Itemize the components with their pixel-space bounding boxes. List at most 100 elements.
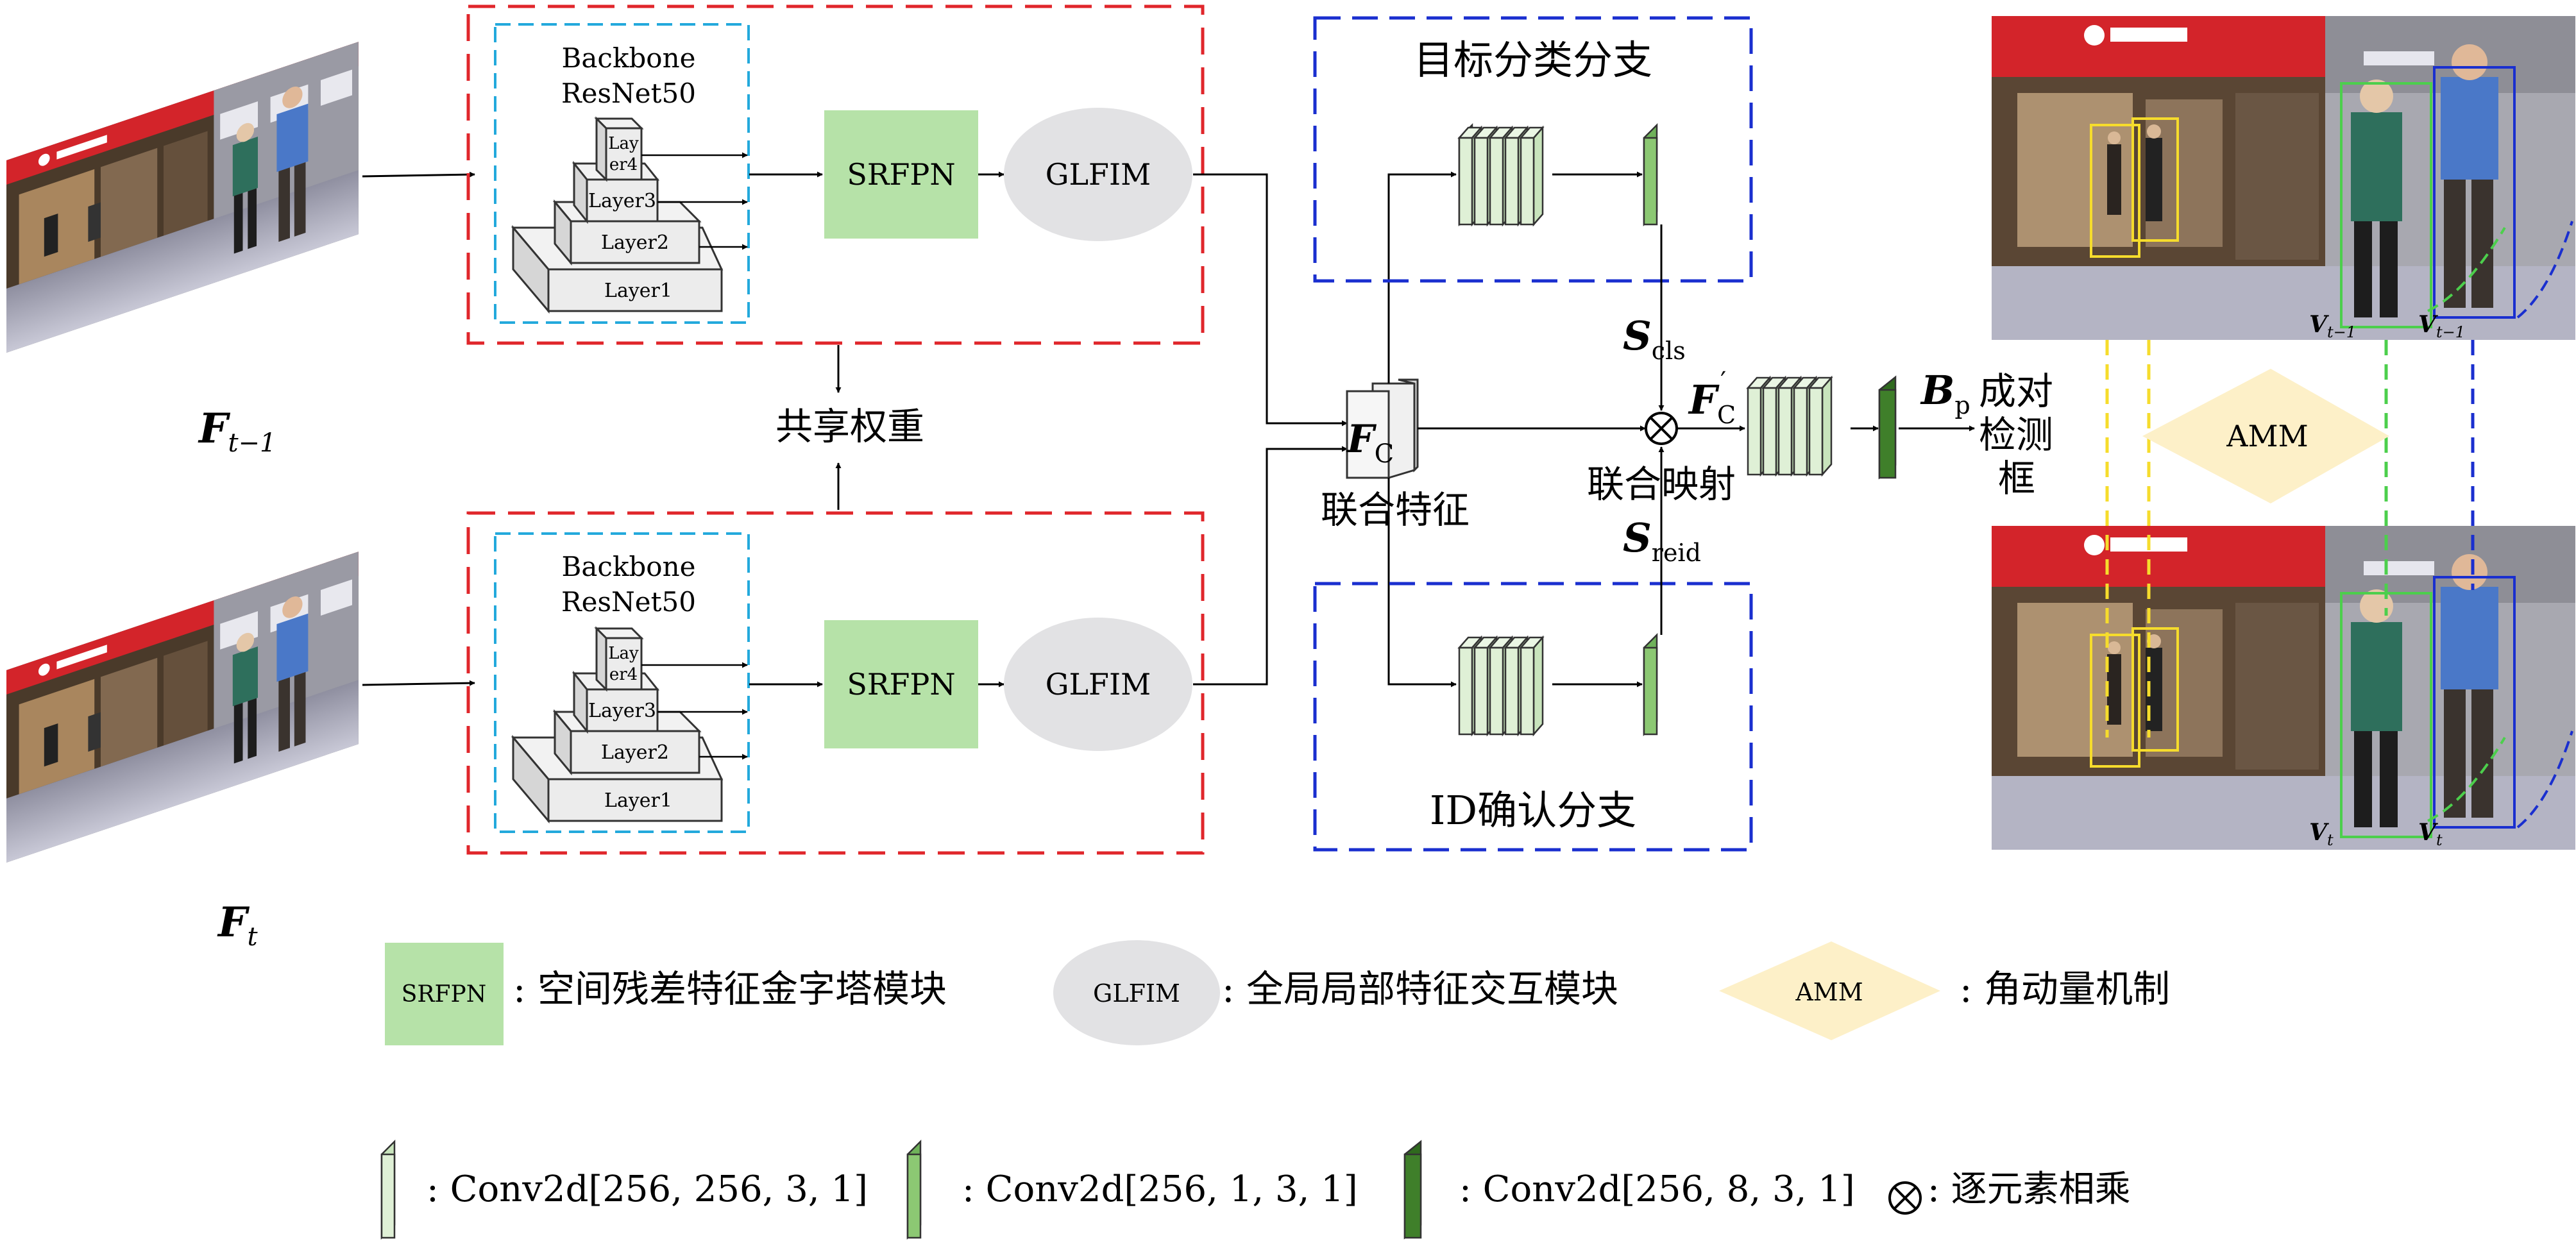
pipeline-bottom: Backbone ResNet50 Layer1 Layer2 Layer3 L…	[466, 511, 1205, 855]
s-cls-symbol: Scls	[1623, 312, 1686, 365]
reid-conv-slab-5	[1520, 646, 1535, 736]
cls-conv-slab-2	[1473, 137, 1489, 226]
reid-conv-slab-3	[1489, 646, 1504, 736]
glfim-label-bottom: GLFIM	[1046, 667, 1151, 702]
amm-diamond	[2142, 369, 2389, 503]
arrow-frame-curr-to-backbone	[362, 680, 475, 686]
tracking-frame-curr: Vt Vt	[1992, 526, 2575, 850]
cls-conv-side-5	[1532, 125, 1544, 227]
legend-conv-light-icon	[380, 1139, 396, 1240]
reid-branch-title: ID确认分支	[1430, 787, 1636, 834]
srfpn-label-bottom: SRFPN	[847, 667, 955, 702]
backbone-title-line1: Backbone	[562, 42, 696, 74]
legend-multiply-icon	[1888, 1181, 1922, 1215]
f-prime-symbol: FC′	[1688, 367, 1736, 429]
reid-conv-slab-4	[1504, 646, 1520, 736]
legend-amm-desc: : 角动量机制	[1960, 967, 2170, 1011]
layer4-label-line1: Lay	[608, 134, 639, 153]
shared-weights-label: 共享权重	[775, 405, 924, 448]
reid-conv-side-5	[1532, 635, 1544, 737]
out-conv-slab-1	[1747, 387, 1762, 476]
paired-boxes-line2: 检测	[1979, 413, 2053, 457]
tracking-frame-prev: Vt−1 Vt−1	[1992, 16, 2575, 341]
v-curr-label-2: Vt	[2418, 819, 2443, 849]
cls-conv-slab-5	[1520, 137, 1535, 226]
layer-stack-bottom: Layer1 Layer2 Layer3 Lay er4	[511, 626, 748, 824]
s-reid-symbol: Sreid	[1623, 514, 1701, 567]
out-conv-slab-2	[1762, 387, 1777, 476]
arrow-frame-prev-to-backbone	[362, 171, 475, 178]
backbone-title-line1-bottom: Backbone	[562, 551, 696, 582]
layer1-label: Layer1	[604, 280, 672, 302]
reid-conv-slab-1	[1458, 646, 1473, 736]
reid-branch-box	[1313, 582, 1753, 852]
layer3-label: Layer3	[588, 190, 656, 212]
shared-pipeline-box-bottom	[466, 511, 1205, 855]
glfim-block-bottom	[1004, 618, 1192, 751]
cls-conv-slab-3	[1489, 137, 1504, 226]
backbone-box-bottom	[494, 532, 750, 833]
output-conv-layers	[1746, 375, 1833, 477]
v-prev-label-2: Vt−1	[2418, 311, 2465, 341]
input-frame-prev	[6, 42, 359, 353]
reid-conv-slab-2	[1473, 646, 1489, 736]
frame-label-curr: Ft	[217, 898, 258, 952]
backbone-title-line2-bottom: ResNet50	[561, 586, 696, 618]
cls-conv-layers	[1457, 125, 1545, 227]
v-prev-label-1: Vt−1	[2309, 311, 2356, 341]
legend-glfim-desc: : 全局局部特征交互模块	[1222, 967, 1618, 1011]
bp-symbol: Bp	[1920, 367, 1970, 419]
layer4-label-line2: er4	[609, 155, 638, 174]
layer-stack-top: Layer1 Layer2 Layer3 Lay er4	[511, 116, 724, 314]
out-conv-side-5	[1821, 375, 1833, 477]
multiply-op	[1645, 412, 1678, 445]
legend-amm-diamond	[1719, 941, 1940, 1040]
line-joint-to-reid-branch	[1387, 478, 1457, 687]
legend-glfim-ellipse	[1053, 940, 1220, 1045]
reid-head-conv	[1643, 632, 1658, 737]
legend-amm-label: AMM	[1795, 978, 1863, 1006]
legend-conv1-desc: : Conv2d[256, 256, 3, 1]	[427, 1168, 868, 1210]
cls-conv-slab-1	[1458, 137, 1473, 226]
layer2-label-bottom: Layer2	[601, 741, 669, 764]
srfpn-block-top	[824, 110, 978, 239]
out-conv-slab-3	[1777, 387, 1793, 476]
legend-conv-dark-icon	[1403, 1140, 1422, 1240]
layer4-label-line1-bottom: Lay	[608, 644, 639, 663]
cls-branch-box	[1313, 16, 1753, 283]
v-curr-label-1: Vt	[2309, 819, 2334, 849]
legend-mult-desc: : 逐元素相乘	[1928, 1168, 2131, 1210]
srfpn-block-bottom	[824, 620, 978, 748]
input-frame-curr	[6, 552, 359, 863]
cls-branch-title: 目标分类分支	[1414, 37, 1652, 83]
output-head-conv	[1878, 375, 1897, 480]
srfpn-label-top: SRFPN	[847, 157, 955, 192]
cls-head-conv	[1643, 122, 1658, 227]
joint-feature-symbol: FC	[1346, 417, 1394, 469]
layer2-label: Layer2	[601, 232, 669, 254]
glfim-label-top: GLFIM	[1046, 157, 1151, 192]
frame-label-prev: Ft−1	[198, 405, 276, 458]
legend-srfpn-box-label: SRFPN	[402, 981, 486, 1008]
backbone-box-top	[494, 23, 750, 324]
out-conv-slab-5	[1808, 387, 1824, 476]
pipeline-top: Backbone ResNet50 Layer1 Layer2 Layer3 L…	[466, 4, 1205, 345]
layer4-label-line2-bottom: er4	[609, 665, 638, 684]
shared-pipeline-box-top	[466, 4, 1205, 345]
legend-conv3-desc: : Conv2d[256, 8, 3, 1]	[1459, 1168, 1855, 1210]
joint-mapping-label: 联合映射	[1587, 462, 1736, 506]
backbone-title-line2: ResNet50	[561, 78, 696, 109]
reid-conv-layers	[1457, 635, 1545, 737]
layer1-label-bottom: Layer1	[604, 789, 672, 812]
layer3-label-bottom: Layer3	[588, 700, 656, 722]
legend-srfpn-desc: : 空间残差特征金字塔模块	[513, 967, 947, 1011]
amm-label: AMM	[2226, 419, 2308, 453]
out-conv-slab-4	[1793, 387, 1808, 476]
legend-conv-mid-icon	[906, 1139, 922, 1240]
legend-glfim-label: GLFIM	[1093, 979, 1180, 1008]
arrow-glfim-top-to-joint	[1193, 173, 1348, 426]
legend-conv2-desc: : Conv2d[256, 1, 3, 1]	[962, 1168, 1358, 1210]
arrow-glfim-bottom-to-joint	[1193, 446, 1348, 686]
glfim-block-top	[1004, 108, 1192, 241]
